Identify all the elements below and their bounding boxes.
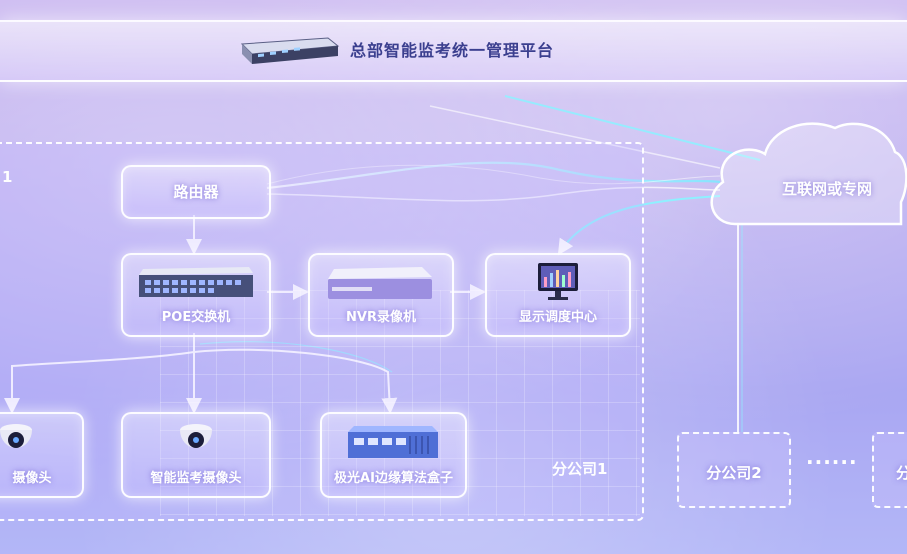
nvr-label: NVR录像机 bbox=[346, 310, 416, 325]
branch1-label: 分公司1 bbox=[552, 460, 608, 478]
branch3-label: 分 bbox=[896, 464, 907, 482]
nvr-recorder-icon bbox=[328, 267, 432, 299]
smart-camera-node[interactable]: 智能监考摄像头 bbox=[121, 412, 271, 498]
page-title: 总部智能监考统一管理平台 bbox=[350, 41, 555, 60]
dome-camera-icon bbox=[0, 424, 32, 448]
cloud-label: 互联网或专网 bbox=[782, 180, 873, 198]
branch1-tag: 1 bbox=[2, 168, 13, 186]
router-node[interactable]: 路由器 bbox=[121, 165, 271, 219]
display-center-node[interactable]: 显示调度中心 bbox=[485, 253, 631, 337]
smart-camera-label: 智能监考摄像头 bbox=[150, 471, 242, 486]
nvr-node[interactable]: NVR录像机 bbox=[308, 253, 454, 337]
router-label: 路由器 bbox=[173, 183, 219, 201]
ai-edge-box-label: 极光AI边缘算法盒子 bbox=[334, 471, 453, 486]
branch-office-3[interactable]: 分 bbox=[872, 432, 907, 508]
server-rack-icon bbox=[240, 37, 340, 64]
monitor-icon bbox=[538, 263, 578, 300]
branch-office-1 bbox=[0, 142, 644, 521]
camera-node-left[interactable]: 摄像头 bbox=[0, 412, 84, 498]
more-branches-ellipsis: ······ bbox=[806, 450, 858, 474]
poe-switch-node[interactable]: POE交换机 bbox=[121, 253, 271, 337]
dome-camera-icon bbox=[180, 424, 212, 448]
ai-edge-box-node[interactable]: 极光AI边缘算法盒子 bbox=[320, 412, 467, 498]
header-bar bbox=[0, 20, 907, 82]
branch2-label: 分公司2 bbox=[706, 464, 762, 482]
grid-floor bbox=[160, 290, 640, 516]
cloud-icon bbox=[710, 122, 907, 226]
display-center-label: 显示调度中心 bbox=[518, 310, 597, 325]
camera-left-label: 摄像头 bbox=[12, 471, 52, 486]
network-switch-icon bbox=[139, 267, 253, 297]
poe-switch-label: POE交换机 bbox=[161, 310, 231, 325]
edge-box-icon bbox=[348, 426, 438, 458]
branch-office-2[interactable]: 分公司2 bbox=[677, 432, 791, 508]
